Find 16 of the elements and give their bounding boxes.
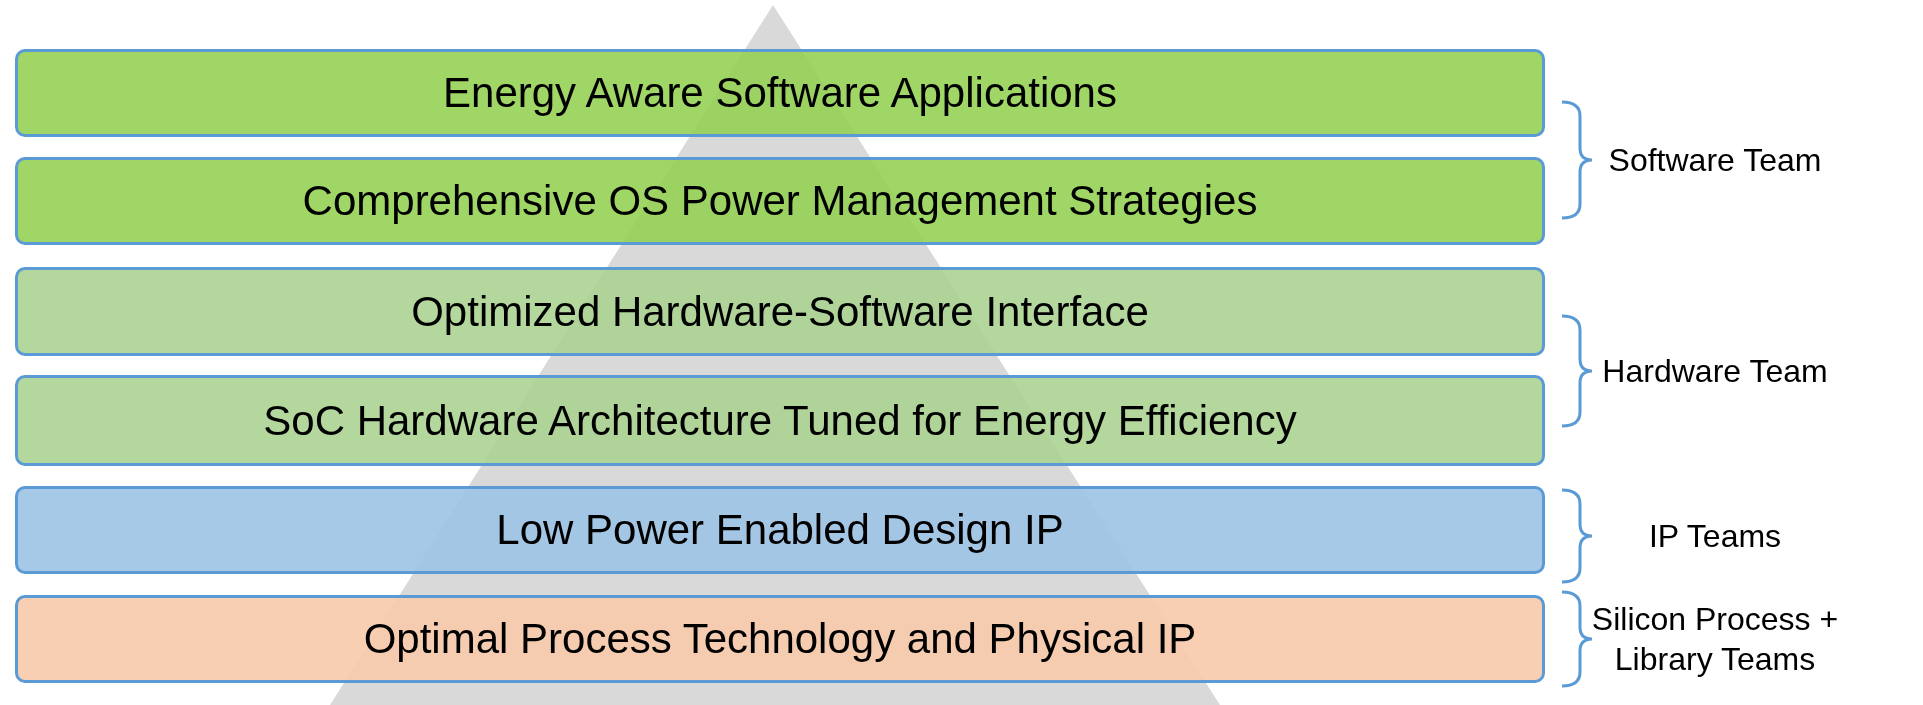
layer-label: Comprehensive OS Power Management Strategies (302, 177, 1258, 225)
layer-box (15, 375, 1545, 466)
team-label: Hardware Team (1601, 352, 1829, 391)
layer-box (15, 486, 1545, 574)
layer-box (15, 157, 1545, 245)
layer-label: Optimal Process Technology and Physical IP (363, 615, 1197, 663)
layer-box (15, 595, 1545, 683)
team-label: IP Teams (1647, 517, 1783, 556)
layer-box (15, 267, 1545, 356)
layer-box (15, 49, 1545, 137)
layer-label: Optimized Hardware-Software Interface (411, 287, 1149, 336)
team-label: Software Team (1607, 141, 1823, 180)
layer-label: Low Power Enabled Design IP (496, 506, 1064, 554)
layer-label: SoC Hardware Architecture Tuned for Energy Efficiency (263, 396, 1297, 445)
team-label: Silicon Process + Library Teams (1590, 600, 1840, 679)
layer-label: Energy Aware Software Applications (443, 69, 1117, 117)
